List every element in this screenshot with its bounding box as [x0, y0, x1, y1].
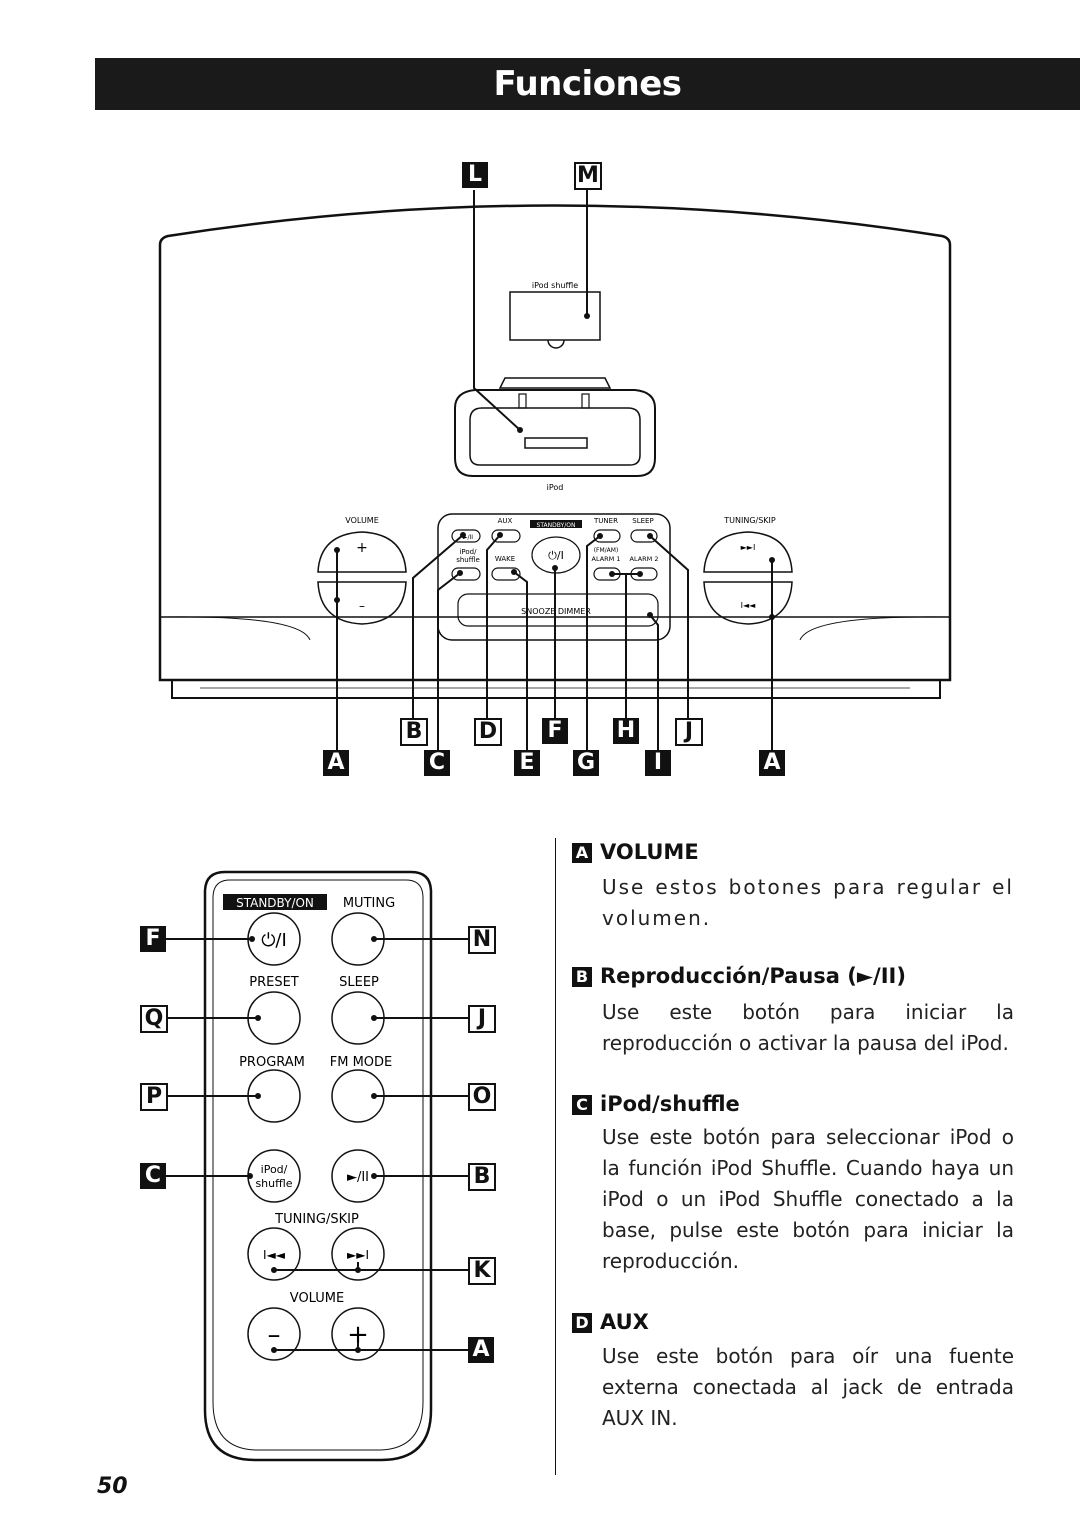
svg-text:►►I: ►►I — [741, 543, 756, 552]
svg-text:ALARM 1: ALARM 1 — [592, 555, 621, 563]
shuffle-dock-label: iPod shuffle — [532, 281, 578, 290]
svg-text:SLEEP: SLEEP — [632, 517, 653, 525]
remote-callout-q: Q — [140, 1005, 168, 1033]
callout-f: F — [542, 718, 568, 744]
remote-callout-a: A — [468, 1337, 494, 1363]
section-ipod-body: Use este botón para seleccionar iPod o l… — [602, 1125, 1014, 1273]
svg-text:shuffle: shuffle — [255, 1177, 292, 1190]
remote-callout-n: N — [468, 926, 496, 954]
svg-text:+: + — [356, 540, 368, 556]
section-aux-body: Use este botón para oír una fuente exter… — [602, 1344, 1014, 1430]
svg-text:iPod/: iPod/ — [261, 1163, 288, 1176]
callout-g: G — [573, 750, 599, 776]
remote-callout-k: K — [468, 1257, 496, 1285]
callout-d: D — [474, 718, 502, 746]
callout-e: E — [514, 750, 540, 776]
device-snooze-dimmer-button[interactable] — [457, 593, 659, 627]
remote-volume-down-button[interactable] — [247, 1307, 301, 1361]
svg-text:SLEEP: SLEEP — [339, 975, 379, 990]
device-volume-label: VOLUME — [345, 516, 379, 525]
svg-text:STANDBY/ON: STANDBY/ON — [537, 522, 576, 529]
ipod-dock-label: iPod — [547, 483, 564, 492]
svg-text:⏻/I: ⏻/I — [548, 549, 564, 562]
remote-illustration: STANDBY/ON MUTING ⏻/I PRESET SLEEP PROGR… — [166, 870, 468, 1462]
callout-a-left: A — [323, 750, 349, 776]
svg-text:AUX: AUX — [498, 517, 513, 525]
callout-h: H — [613, 718, 639, 744]
device-tuner-button[interactable] — [593, 529, 621, 543]
device-tuning-label: TUNING/SKIP — [723, 516, 776, 525]
remote-callout-p: P — [140, 1083, 168, 1111]
device-wake-button[interactable] — [491, 567, 521, 581]
svg-text:ALARM 2: ALARM 2 — [630, 555, 659, 563]
svg-text:►/II: ►/II — [347, 1170, 369, 1185]
svg-text:PROGRAM: PROGRAM — [239, 1055, 305, 1070]
remote-callout-j: J — [468, 1005, 496, 1033]
svg-text:–: – — [359, 599, 365, 613]
section-play-body: Use este botón para iniciar la reproducc… — [602, 1000, 1014, 1055]
callout-b: B — [400, 718, 428, 746]
remote-callout-f: F — [140, 926, 166, 952]
device-play-pause-button[interactable] — [451, 529, 481, 543]
svg-text:MUTING: MUTING — [343, 896, 395, 911]
section-volume-body: Use estos botones para regular el volume… — [602, 875, 1014, 930]
device-illustration: iPod shuffle iPod VOLUME + – TUNING/SKIP… — [158, 190, 952, 752]
remote-callout-o: O — [468, 1083, 496, 1111]
remote-skip-back-button[interactable] — [247, 1227, 301, 1281]
svg-text:TUNER: TUNER — [593, 517, 618, 525]
device-skip-back-button[interactable] — [703, 581, 793, 625]
device-skip-forward-button[interactable] — [703, 531, 793, 573]
remote-ipod-shuffle-button[interactable] — [247, 1149, 301, 1203]
svg-text:iPod/: iPod/ — [459, 548, 477, 556]
remote-callout-c: C — [140, 1163, 166, 1189]
svg-text:WAKE: WAKE — [495, 555, 515, 563]
callout-c: C — [424, 750, 450, 776]
svg-text:SNOOZE DIMMER: SNOOZE DIMMER — [521, 607, 591, 616]
callout-j: J — [675, 718, 703, 746]
svg-text:TUNING/SKIP: TUNING/SKIP — [274, 1212, 359, 1227]
svg-text:►►I: ►►I — [347, 1248, 369, 1262]
remote-callout-b: B — [468, 1163, 496, 1191]
device-volume-up-button[interactable] — [317, 531, 407, 573]
device-aux-button[interactable] — [491, 529, 521, 543]
svg-text:STANDBY/ON: STANDBY/ON — [236, 896, 314, 910]
page-title: Funciones — [95, 58, 1080, 110]
svg-text:shuffle: shuffle — [456, 556, 480, 564]
svg-text:VOLUME: VOLUME — [290, 1291, 344, 1306]
callout-a-right: A — [759, 750, 785, 776]
svg-text:–: – — [268, 1320, 281, 1350]
callout-i: I — [645, 750, 671, 776]
column-divider — [555, 838, 556, 1475]
callout-l: L — [462, 162, 488, 188]
remote-skip-forward-button[interactable] — [331, 1227, 385, 1281]
svg-text:+: + — [347, 1320, 369, 1350]
device-sleep-button[interactable] — [630, 529, 658, 543]
svg-text:I◄◄: I◄◄ — [741, 601, 757, 610]
device-volume-down-button[interactable] — [317, 581, 407, 625]
svg-text:⏻/I: ⏻/I — [261, 930, 287, 951]
remote-volume-up-button[interactable] — [331, 1307, 385, 1361]
callout-m: M — [574, 162, 602, 190]
svg-text:I◄◄: I◄◄ — [263, 1248, 286, 1262]
svg-text:FM MODE: FM MODE — [330, 1055, 393, 1070]
svg-text:(FM/AM): (FM/AM) — [594, 547, 619, 554]
page-number: 50 — [97, 1474, 128, 1499]
svg-text:►/II: ►/II — [463, 534, 473, 541]
device-ipod-shuffle-button[interactable] — [451, 567, 481, 581]
svg-text:PRESET: PRESET — [249, 975, 299, 990]
